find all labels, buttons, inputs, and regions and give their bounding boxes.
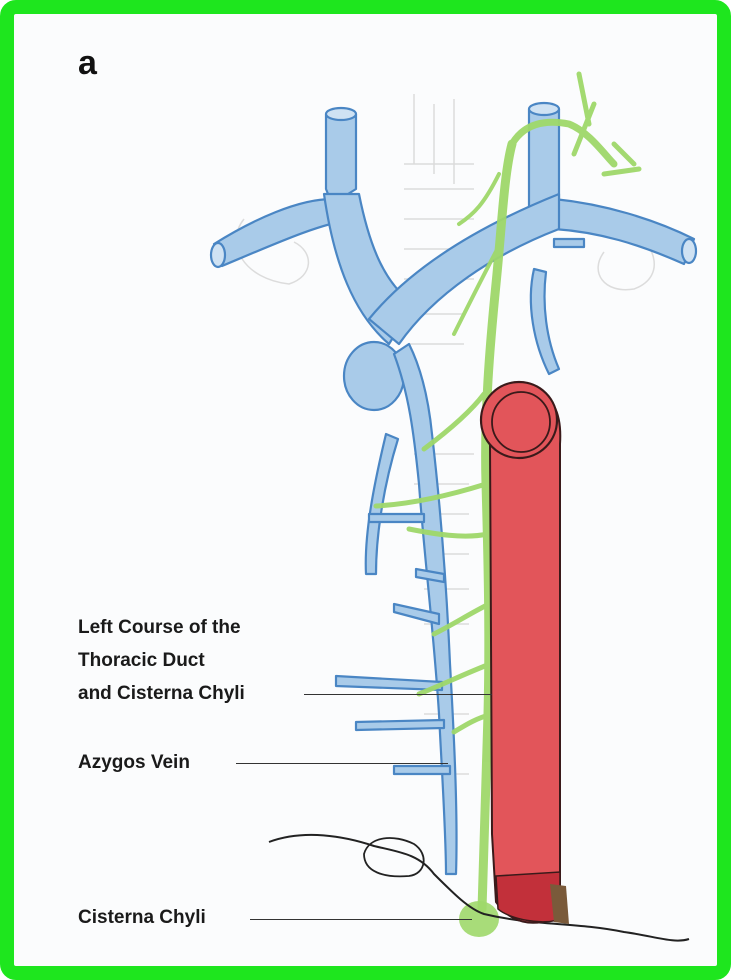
azygos-vein-leader-line: [236, 763, 448, 764]
thoracic-duct-label-line3: and Cisterna Chyli: [78, 681, 245, 706]
aorta: [481, 382, 569, 924]
cisterna-chyli-leader-line: [250, 919, 472, 920]
thoracic-duct-leader-line: [304, 694, 492, 695]
thoracic-duct-label-line2: Thoracic Duct: [78, 648, 205, 673]
cisterna-chyli-label: Cisterna Chyli: [78, 905, 206, 930]
thoracic-duct-label-line1: Left Course of the: [78, 615, 241, 640]
azygos-vein-label: Azygos Vein: [78, 750, 190, 775]
anatomy-diagram: [14, 14, 731, 980]
panel-letter: a: [78, 44, 97, 83]
